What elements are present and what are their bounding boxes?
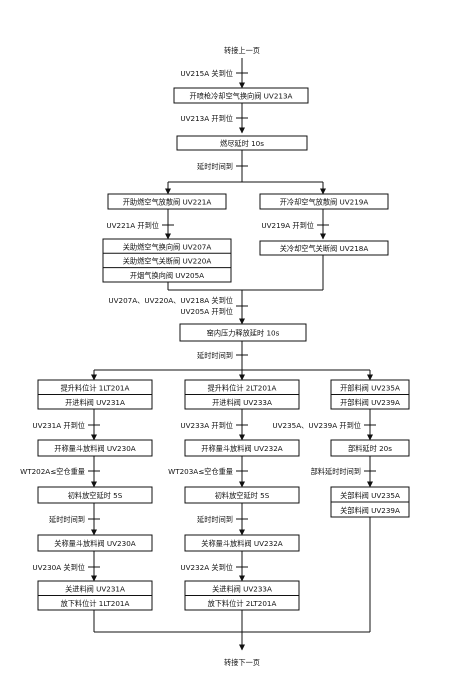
step-open-cold-gun-valve: 开喷枪冷却空气换向阀 UV213A	[173, 87, 309, 104]
step-dist-delay: 部料延时 20s	[330, 439, 410, 457]
svg-text:初料放空延时 5S: 初料放空延时 5S	[215, 491, 270, 500]
condition-uv232-closed: UV232A 关到位	[180, 563, 233, 572]
svg-text:提升料位计 2LT201A: 提升料位计 2LT201A	[208, 383, 277, 392]
step-open-dist: 开部料阀 UV235A 开部料阀 UV239A	[330, 379, 410, 410]
step-open-aux-valve: 开助燃空气放散阀 UV221A	[107, 193, 227, 210]
step-open-weigh-2: 开称量斗放料阀 UV232A	[184, 439, 300, 457]
top-connector-label: 转接上一页	[224, 46, 260, 55]
svg-text:开进料阀 UV233A: 开进料阀 UV233A	[212, 398, 272, 407]
step-pressure-release: 窑内压力释放延时 10s	[179, 323, 307, 342]
condition-uv221-open: UV221A 开到位	[106, 221, 159, 230]
svg-text:关冷却空气关断阀 UV218A: 关冷却空气关断阀 UV218A	[280, 244, 369, 253]
svg-text:提升料位计 1LT201A: 提升料位计 1LT201A	[61, 383, 130, 392]
svg-text:放下料位计 1LT201A: 放下料位计 1LT201A	[61, 599, 130, 608]
svg-text:关部料阀 UV239A: 关部料阀 UV239A	[340, 506, 400, 515]
step-lift-1: 提升料位计 1LT201A 开进料阀 UV231A	[37, 379, 153, 410]
condition-uv219-open: UV219A 开到位	[261, 221, 314, 230]
step-final-2: 关进料阀 UV233A 放下料位计 2LT201A	[184, 580, 300, 611]
condition-combined-open: UV205A 开到位	[180, 307, 233, 316]
svg-text:开进料阀 UV231A: 开进料阀 UV231A	[65, 398, 125, 407]
condition-delay-reached-1: 延时时间到	[197, 162, 233, 171]
svg-text:部料延时 20s: 部料延时 20s	[348, 444, 392, 453]
condition-delay-reached-4: 延时时间到	[197, 515, 233, 524]
svg-text:开称量斗放料阀 UV232A: 开称量斗放料阀 UV232A	[201, 444, 282, 453]
step-final-1: 关进料阀 UV231A 放下料位计 1LT201A	[37, 580, 153, 611]
step-close-cooling-cutoff: 关冷却空气关断阀 UV218A	[259, 240, 389, 256]
svg-text:关称量斗放料阀 UV230A: 关称量斗放料阀 UV230A	[54, 539, 135, 548]
condition-wt202-empty: WT202A≤空仓重量	[20, 467, 85, 476]
svg-text:开称量斗放料阀 UV230A: 开称量斗放料阀 UV230A	[54, 444, 135, 453]
step-open-weigh-1: 开称量斗放料阀 UV230A	[37, 439, 153, 457]
condition-delay-reached-3: 延时时间到	[49, 515, 85, 524]
connector-lines	[88, 58, 376, 651]
condition-wt203-empty: WT203A≤空仓重量	[168, 467, 233, 476]
svg-text:开部料阀 UV239A: 开部料阀 UV239A	[340, 398, 400, 407]
condition-delay-reached-2: 延时时间到	[197, 351, 233, 360]
svg-text:开助燃空气放散阀 UV221A: 开助燃空气放散阀 UV221A	[123, 198, 212, 207]
condition-combined-closed: UV207A、UV220A、UV218A 关到位	[108, 296, 233, 305]
step-vent-1: 初料放空延时 5S	[37, 486, 153, 504]
svg-text:初料放空延时 5S: 初料放空延时 5S	[68, 491, 123, 500]
step-close-dist: 关部料阀 UV235A 关部料阀 UV239A	[330, 486, 410, 518]
step-burner-delay: 燃尽延时 10s	[176, 135, 308, 151]
svg-text:关部料阀 UV235A: 关部料阀 UV235A	[340, 491, 400, 500]
svg-text:燃尽延时 10s: 燃尽延时 10s	[220, 139, 264, 148]
svg-text:开冷却空气放散阀 UV219A: 开冷却空气放散阀 UV219A	[280, 198, 369, 207]
step-close-group: 关助燃空气换向阀 UV207A 关助燃空气关断阀 UV220A 开烟气换向阀 U…	[102, 238, 232, 283]
condition-uv230-closed: UV230A 关到位	[32, 563, 85, 572]
condition-uv231-open: UV231A 开到位	[32, 421, 85, 430]
step-lift-2: 提升料位计 2LT201A 开进料阀 UV233A	[184, 379, 300, 410]
bottom-connector-label: 转接下一页	[224, 658, 260, 667]
svg-text:放下料位计 2LT201A: 放下料位计 2LT201A	[208, 599, 277, 608]
svg-text:关助燃空气换向阀 UV207A: 关助燃空气换向阀 UV207A	[123, 242, 212, 251]
svg-text:关进料阀 UV233A: 关进料阀 UV233A	[212, 584, 272, 593]
step-close-weigh-2: 关称量斗放料阀 UV232A	[184, 534, 300, 552]
svg-text:开烟气换向阀 UV205A: 开烟气换向阀 UV205A	[130, 271, 204, 280]
condition-uv233-open: UV233A 开到位	[180, 421, 233, 430]
svg-text:关进料阀 UV231A: 关进料阀 UV231A	[65, 584, 125, 593]
condition-uv213-open: UV213A 开到位	[180, 114, 233, 123]
step-open-cooling-vent: 开冷却空气放散阀 UV219A	[259, 193, 389, 210]
step-close-weigh-1: 关称量斗放料阀 UV230A	[37, 534, 153, 552]
condition-uv215-closed: UV215A 关到位	[180, 69, 233, 78]
condition-dist-delay-reached: 部料延时时间到	[311, 467, 361, 476]
svg-text:关助燃空气关断阀 UV220A: 关助燃空气关断阀 UV220A	[123, 257, 212, 266]
condition-uv235-239-open: UV235A、UV239A 开到位	[272, 421, 361, 430]
svg-text:开部料阀 UV235A: 开部料阀 UV235A	[340, 383, 400, 392]
svg-text:窑内压力释放延时 10s: 窑内压力释放延时 10s	[207, 329, 280, 338]
step-vent-2: 初料放空延时 5S	[184, 486, 300, 504]
svg-text:开喷枪冷却空气换向阀 UV213A: 开喷枪冷却空气换向阀 UV213A	[190, 92, 293, 101]
svg-text:关称量斗放料阀 UV232A: 关称量斗放料阀 UV232A	[201, 539, 282, 548]
